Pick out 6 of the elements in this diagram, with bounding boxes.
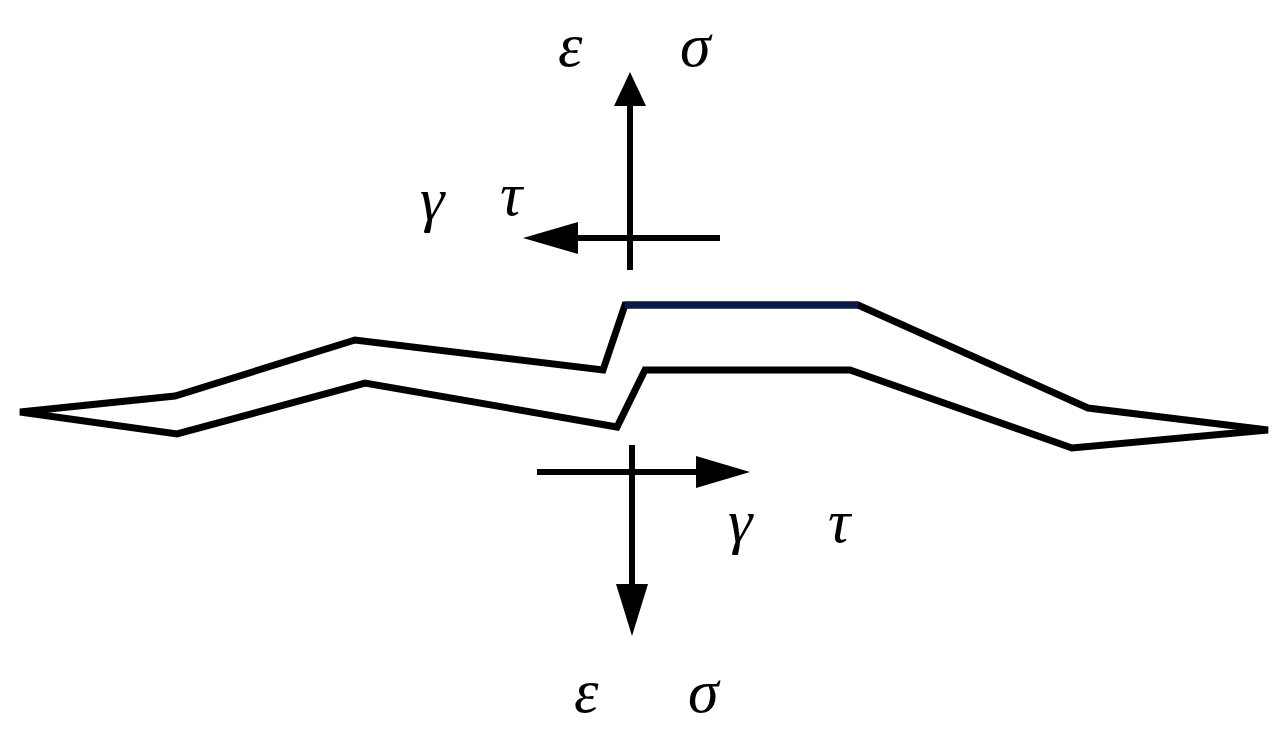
symbol-label: σ (688, 660, 719, 722)
symbol-label: ε (574, 660, 599, 722)
symbol-label: σ (680, 14, 711, 76)
symbol-label: τ (500, 163, 523, 225)
symbol-label: τ (828, 490, 851, 552)
symbol-label: ε (558, 14, 583, 76)
